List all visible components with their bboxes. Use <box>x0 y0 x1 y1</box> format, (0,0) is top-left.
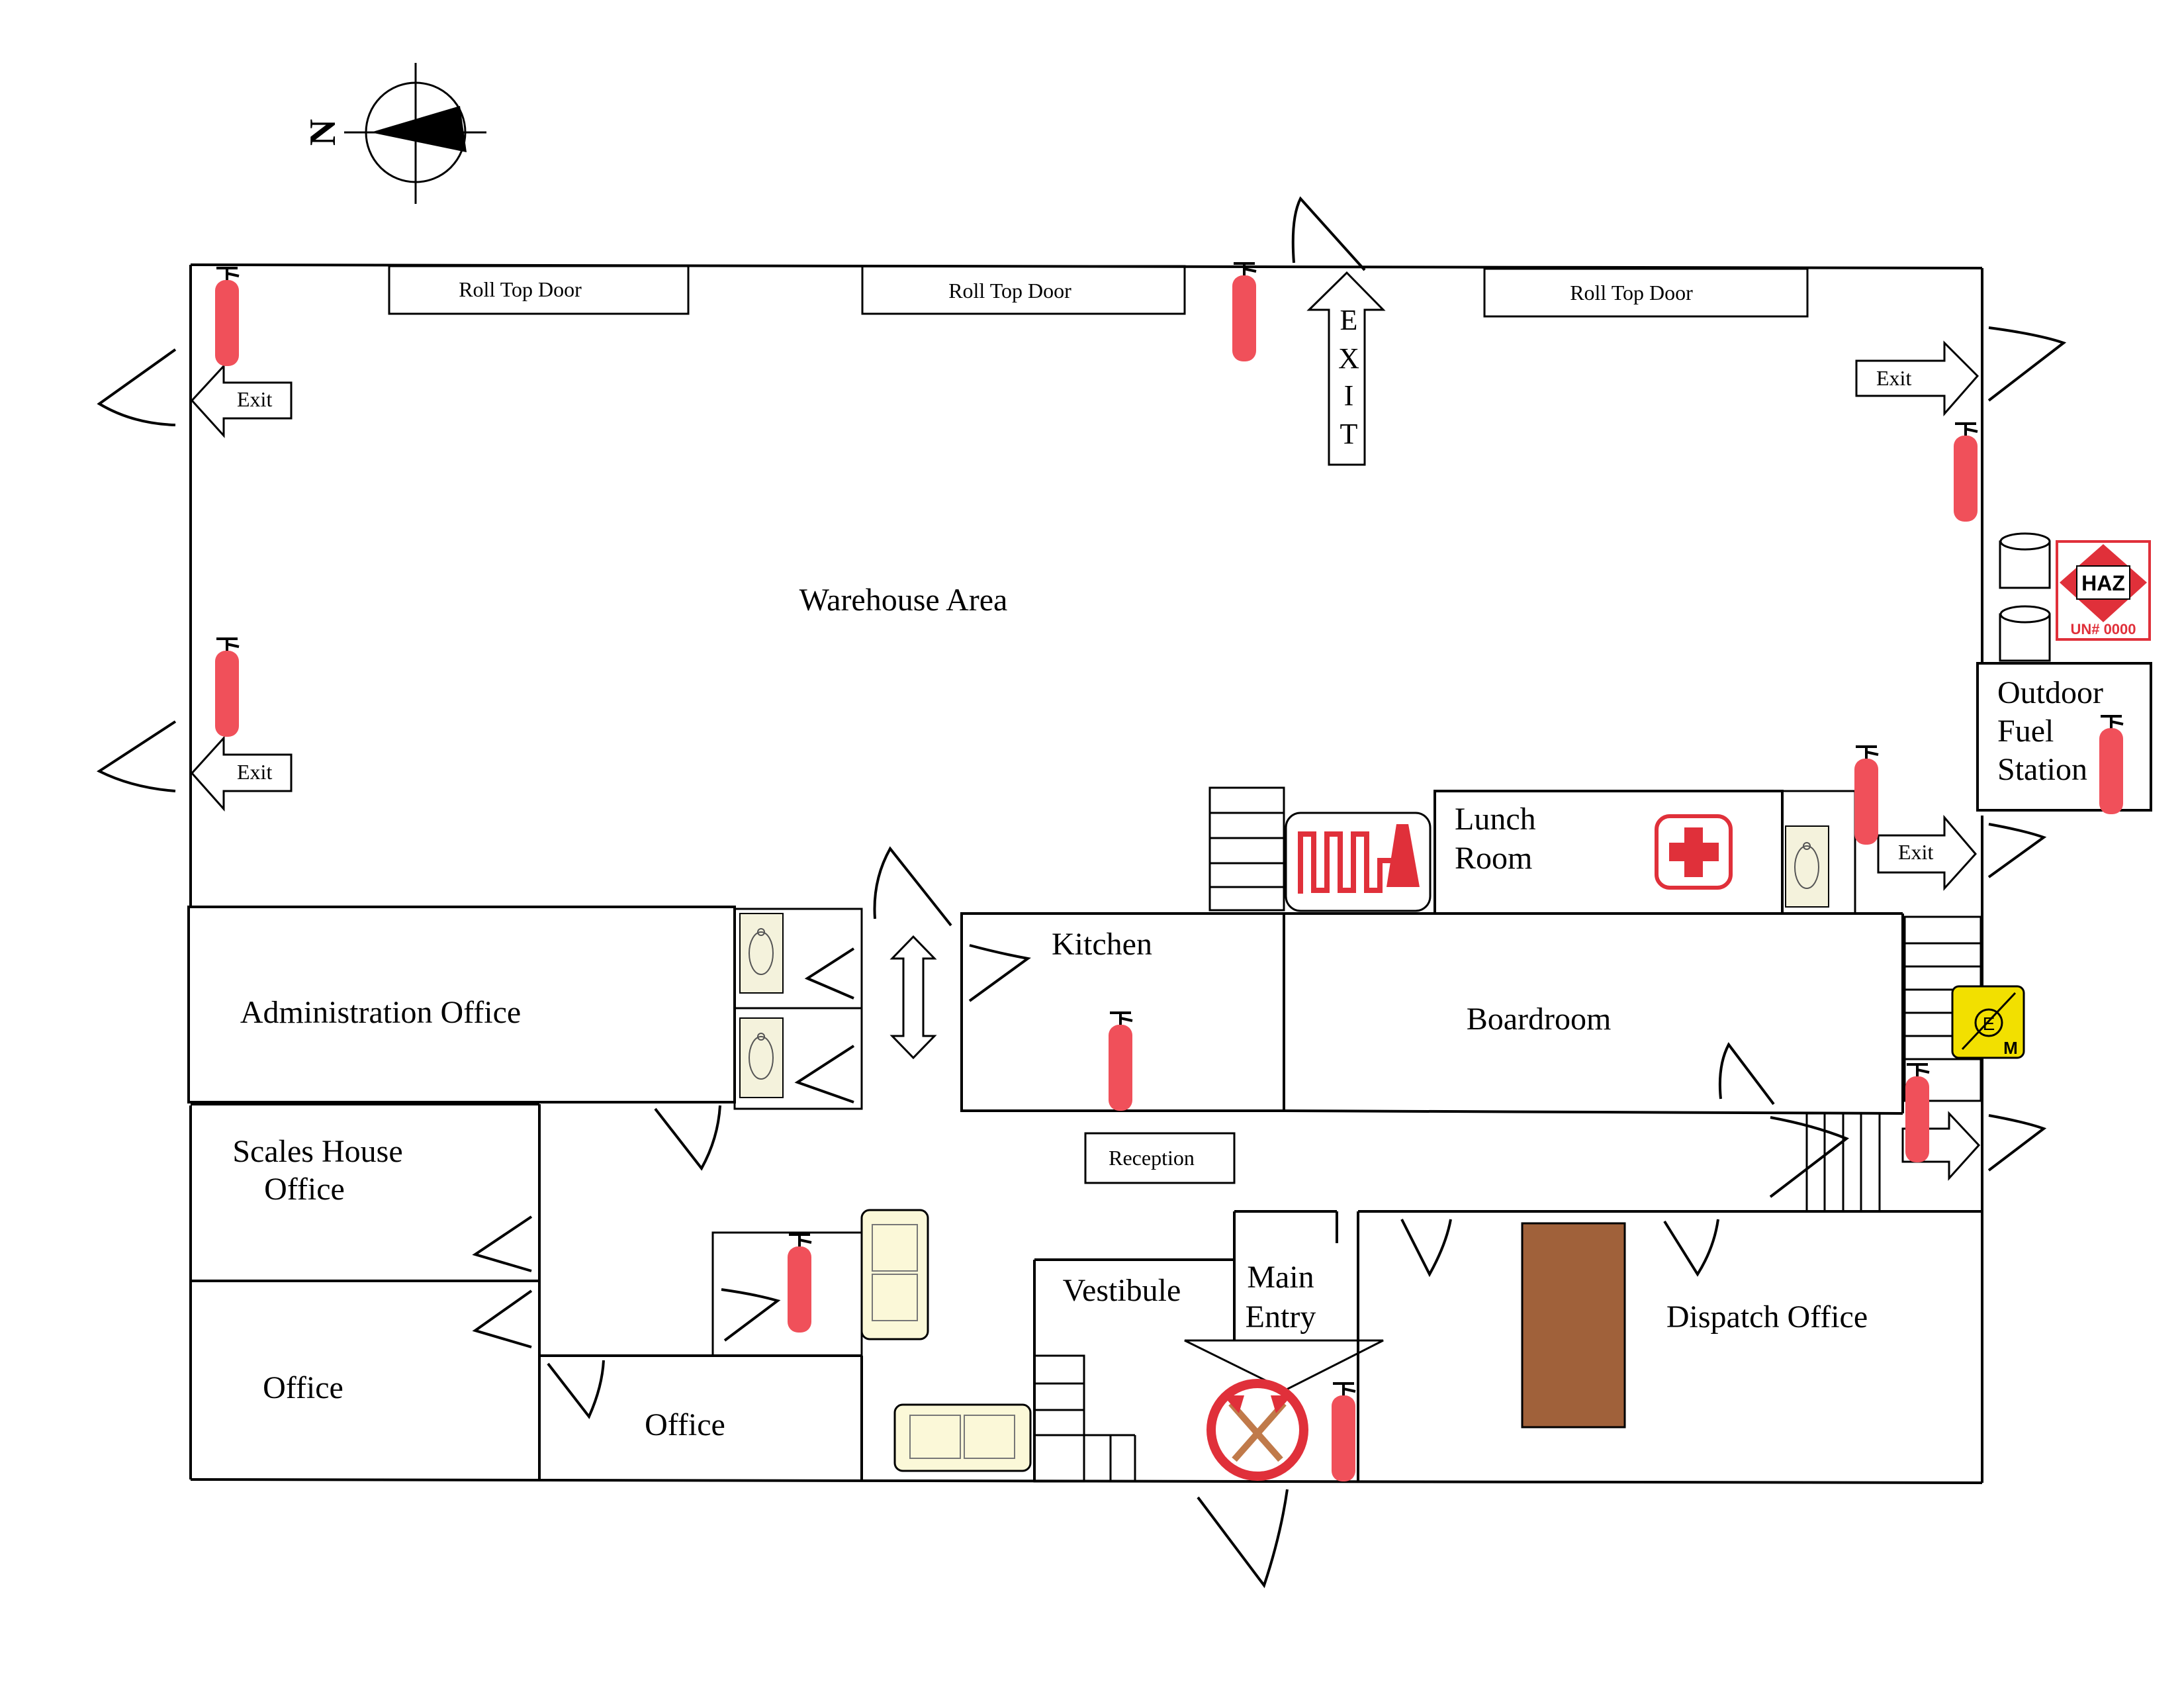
sink-icon <box>739 1017 784 1098</box>
compass-icon: N <box>302 63 486 204</box>
room-kitchen: Kitchen <box>1052 927 1152 962</box>
exit-arrow-north: E X I T <box>1306 271 1386 466</box>
sink-icon <box>739 913 784 994</box>
room-scales-line1: Scales House <box>232 1134 402 1169</box>
roll-top-door-2: Roll Top Door <box>861 265 1186 315</box>
door-swings <box>96 196 2067 1589</box>
hazard-placard-icon: HAZ UN# 0000 <box>2056 540 2151 641</box>
svg-text:E: E <box>1983 1013 1995 1034</box>
room-warehouse: Warehouse Area <box>799 583 1008 618</box>
reception-desk: Reception <box>1084 1132 1236 1184</box>
north-label: N <box>302 119 343 146</box>
couch-icon <box>893 1403 1032 1472</box>
drum-icon <box>1999 605 2051 662</box>
exit-arrow-west-upper: Exit <box>190 363 293 438</box>
fire-extinguisher-icon <box>788 1233 812 1333</box>
svg-text:M: M <box>2003 1038 2018 1058</box>
dispatch-desk <box>1521 1222 1626 1429</box>
svg-text:E: E <box>1340 304 1358 336</box>
svg-text:Reception: Reception <box>1109 1146 1195 1170</box>
svg-text:Roll Top Door: Roll Top Door <box>948 279 1071 303</box>
double-arrow <box>889 935 937 1060</box>
room-fuel-line3: Station <box>1997 752 2087 787</box>
fire-extinguishers <box>215 262 2124 1481</box>
room-fuel-line2: Fuel <box>1997 714 2054 749</box>
fire-axe-icon <box>1206 1379 1308 1481</box>
fire-extinguisher-icon <box>1854 745 1879 845</box>
couch-icon <box>860 1209 929 1340</box>
fire-extinguisher-icon <box>2099 715 2124 814</box>
fire-extinguisher-icon <box>1232 262 1257 361</box>
fire-extinguisher-icon <box>1954 422 1978 522</box>
fire-extinguisher-icon <box>215 637 240 737</box>
room-lunch-line2: Room <box>1455 841 1532 876</box>
exit-arrow-east-lunch: Exit <box>1877 814 1977 891</box>
electrical-meter-icon: E M <box>1951 985 2025 1059</box>
svg-text:I: I <box>1344 379 1354 412</box>
room-main-entry-line1: Main <box>1247 1260 1314 1295</box>
stairs-vestibule <box>1033 1354 1136 1483</box>
svg-text:Exit: Exit <box>1898 840 1933 864</box>
interior-walls <box>187 662 2152 1481</box>
svg-text:X: X <box>1338 342 1359 375</box>
water-heater-icon <box>1285 812 1432 912</box>
room-vestibule: Vestibule <box>1063 1273 1181 1308</box>
fire-extinguisher-icon <box>1905 1063 1930 1162</box>
room-scales-line2: Office <box>264 1172 345 1207</box>
fire-extinguisher-icon <box>1332 1382 1356 1481</box>
stairs-corridor <box>1805 1112 1881 1213</box>
svg-text:Exit: Exit <box>237 387 272 411</box>
svg-text:Exit: Exit <box>1876 366 1911 390</box>
fire-extinguisher-icon <box>1109 1011 1133 1111</box>
room-dispatch: Dispatch Office <box>1666 1299 1868 1335</box>
room-lunch-line1: Lunch <box>1455 802 1536 837</box>
roll-top-door-1: Roll Top Door <box>388 265 690 315</box>
fire-extinguisher-icon <box>215 267 240 366</box>
room-administration: Administration Office <box>240 995 521 1030</box>
svg-text:Roll Top Door: Roll Top Door <box>1570 281 1693 305</box>
svg-text:UN# 0000: UN# 0000 <box>2070 621 2136 637</box>
room-main-entry-line2: Entry <box>1246 1299 1316 1335</box>
room-office-left: Office <box>263 1370 343 1405</box>
room-fuel-line1: Outdoor <box>1997 675 2103 710</box>
svg-text:HAZ: HAZ <box>2081 571 2125 595</box>
svg-text:Roll Top Door: Roll Top Door <box>459 277 582 301</box>
svg-text:Exit: Exit <box>237 760 272 784</box>
drum-icon <box>1999 532 2051 589</box>
svg-text:T: T <box>1340 418 1358 450</box>
main-entry-arrow <box>1184 1339 1384 1391</box>
stairs-north <box>1208 786 1285 912</box>
exit-arrow-east-upper: Exit <box>1855 340 1979 416</box>
roll-top-door-3: Roll Top Door <box>1483 267 1809 318</box>
exit-arrow-east-corridor <box>1901 1111 1981 1181</box>
room-boardroom: Boardroom <box>1467 1002 1612 1037</box>
first-aid-icon <box>1655 814 1733 890</box>
sink-icon <box>1785 825 1829 908</box>
room-office-center: Office <box>645 1407 725 1442</box>
exit-arrow-west-lower: Exit <box>190 735 293 812</box>
